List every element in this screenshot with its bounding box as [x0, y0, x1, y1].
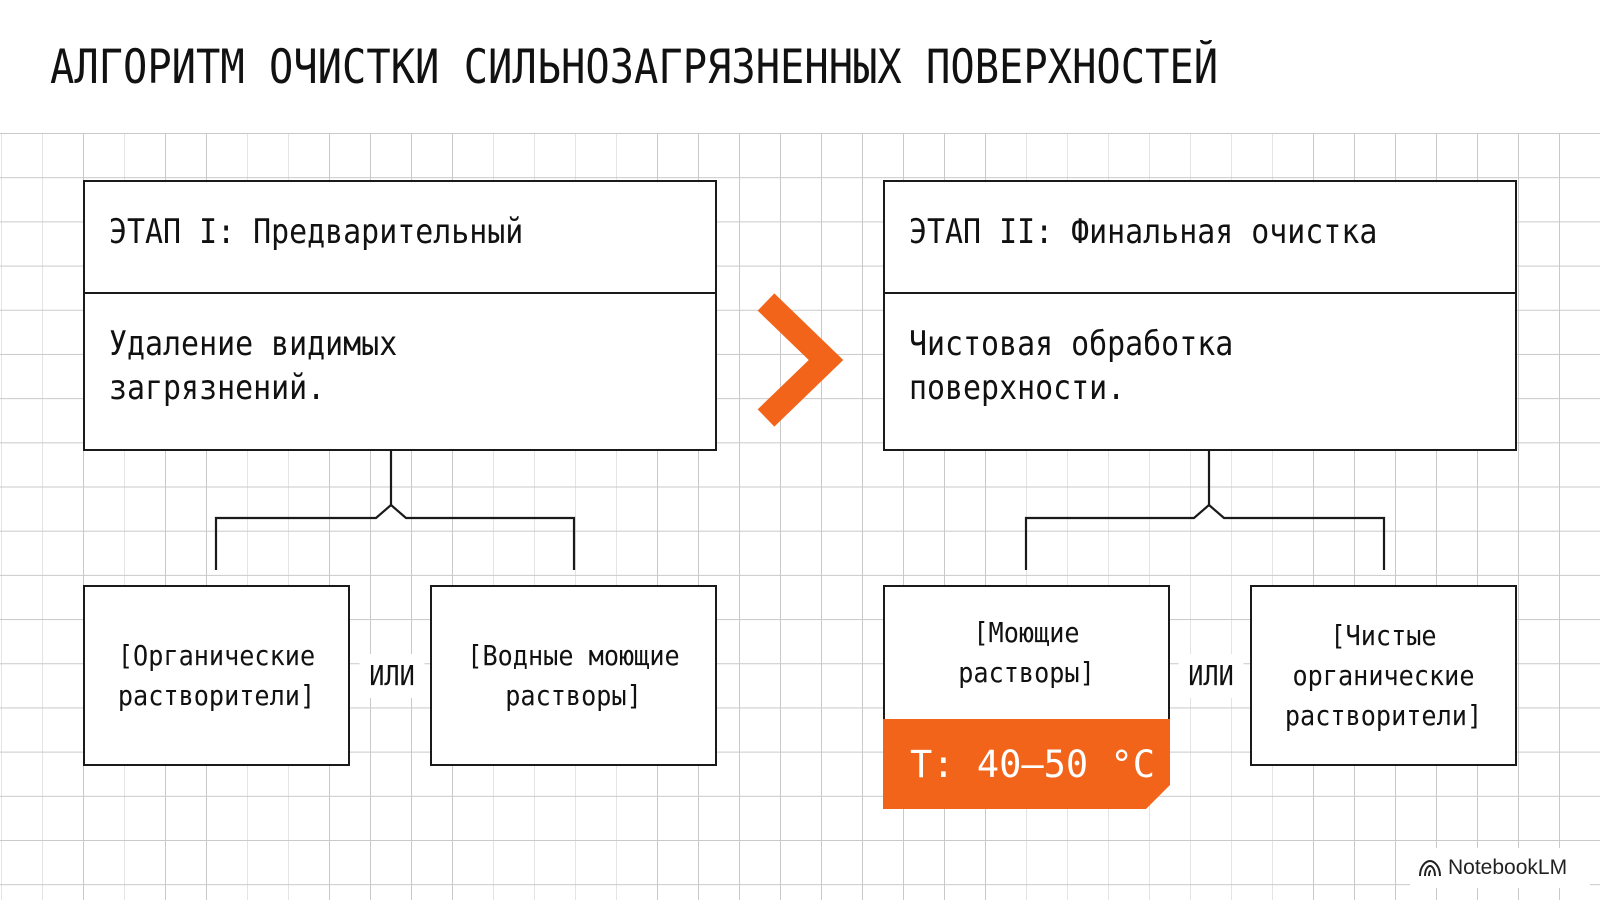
stage-1-description: Удаление видимых загрязнений.	[109, 324, 398, 408]
stage1-connector-branch	[214, 503, 576, 570]
option-label: [Органические растворители]	[117, 638, 316, 712]
stage-2-or-label: ИЛИ	[1178, 654, 1244, 698]
stage-2-option-detergent-solutions: [Моющие растворы]	[883, 585, 1170, 721]
temperature-label: T: 40–50 °C	[910, 742, 1156, 786]
option-label: [Моющие растворы]	[958, 616, 1095, 689]
stage-2-option-pure-organic-solvents: [Чистые органические растворители]	[1250, 585, 1517, 766]
temperature-badge-shape	[883, 719, 1170, 809]
stage-1-option-aqueous-detergents: [Водные моющие растворы]	[430, 585, 717, 766]
stage-2-description: Чистовая обработка поверхности.	[909, 324, 1234, 408]
stage2-connector-branch	[1024, 503, 1386, 570]
stage-1-card: ЭТАП I: Предварительный Удаление видимых…	[83, 180, 717, 451]
notebooklm-logo-icon	[1419, 859, 1441, 877]
page-title: АЛГОРИТМ ОЧИСТКИ СИЛЬНОЗАГРЯЗНЕННЫХ ПОВЕ…	[50, 40, 1219, 95]
option-label: [Водные моющие растворы]	[467, 638, 680, 712]
temperature-badge: T: 40–50 °C	[883, 719, 1170, 809]
stage-1-option-organic-solvents: [Органические растворители]	[83, 585, 350, 766]
option-label: [Чистые органические растворители]	[1284, 618, 1483, 732]
stage-1-divider	[85, 292, 715, 294]
notebooklm-label: NotebookLM	[1448, 856, 1568, 879]
stage-1-or-label: ИЛИ	[359, 654, 425, 698]
chevron-right-icon	[757, 293, 844, 427]
stage-1-heading: ЭТАП I: Предварительный	[109, 212, 524, 252]
notebooklm-badge: NotebookLM	[1410, 848, 1590, 888]
stage-2-heading: ЭТАП II: Финальная очистка	[909, 212, 1378, 252]
stage-2-card: ЭТАП II: Финальная очистка Чистовая обра…	[883, 180, 1517, 451]
stage-2-divider	[885, 292, 1515, 294]
